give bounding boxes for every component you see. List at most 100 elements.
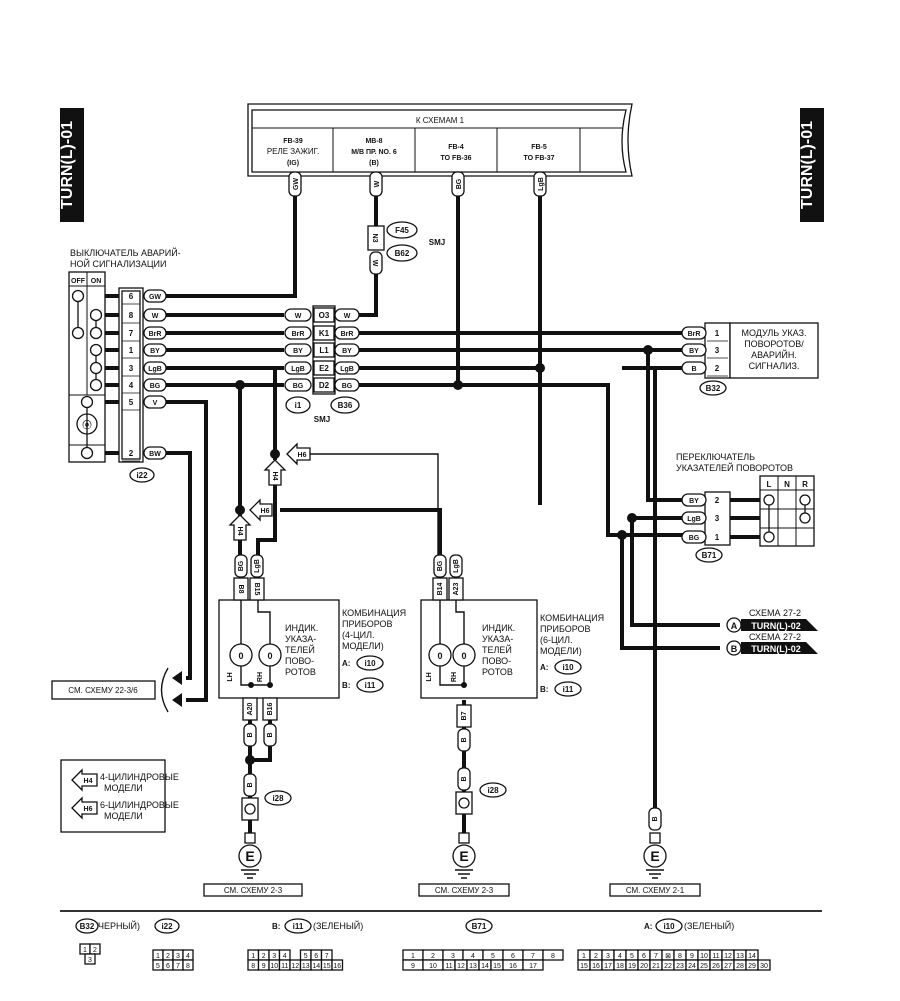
connector-pin-number: 27 <box>724 963 732 970</box>
connector-pin-number: 8 <box>551 953 555 960</box>
svg-text:N: N <box>784 480 790 489</box>
connector-pin-number: 2 <box>594 953 598 960</box>
svg-text:МОДУЛЬ УКАЗ.: МОДУЛЬ УКАЗ. <box>741 328 806 338</box>
hazard-wire-label <box>143 289 167 303</box>
connector-pin-number: 6 <box>642 953 646 960</box>
svg-text:i10: i10 <box>364 659 376 668</box>
svg-text:L: L <box>767 480 772 489</box>
connector-pin-number: 7 <box>654 953 658 960</box>
hazard-wire-label-label: BrR <box>149 331 162 338</box>
svg-text:FB-5: FB-5 <box>531 144 547 151</box>
svg-text:B:: B: <box>272 922 280 931</box>
module-pin: 1 <box>715 329 720 338</box>
svg-text:(ЗЕЛЕНЫЙ): (ЗЕЛЕНЫЙ) <box>684 920 734 931</box>
svg-text:МОДЕЛИ: МОДЕЛИ <box>104 811 143 821</box>
svg-text:GW: GW <box>293 178 300 190</box>
svg-text:0: 0 <box>267 651 272 661</box>
svg-text:TURN(L)-01: TURN(L)-01 <box>799 121 816 209</box>
connector-pin-number: 16 <box>509 963 517 970</box>
switch-wire-label <box>681 511 707 525</box>
svg-text:TURN(L)-02: TURN(L)-02 <box>751 644 801 654</box>
connector-pin-number: 24 <box>688 963 696 970</box>
top-power-block: К СХЕМАМ 1 FB-39 РЕЛЕ ЗАЖИГ. (IG) MB-8 M… <box>247 103 633 177</box>
connector-pin-number: 1 <box>83 947 87 954</box>
connector-pin-number: 25 <box>700 963 708 970</box>
hazard-wire-label-label: BW <box>149 451 161 458</box>
connector-pin-cell <box>84 953 96 965</box>
connector-pin-cell <box>542 949 564 961</box>
svg-text:ТЕЛЕЙ: ТЕЛЕЙ <box>285 644 315 655</box>
svg-text:СМ. СХЕМУ 2-1: СМ. СХЕМУ 2-1 <box>626 886 685 895</box>
svg-text:B: B <box>267 732 274 737</box>
svg-text:(ЗЕЛЕНЫЙ): (ЗЕЛЕНЫЙ) <box>313 920 363 931</box>
hazard-pin-number: 7 <box>129 329 134 338</box>
connector-pin-number: 5 <box>491 953 495 960</box>
svg-text:F45: F45 <box>395 226 409 235</box>
connector-pin-number: 3 <box>606 953 610 960</box>
smj-right-wire <box>334 326 360 340</box>
svg-text:6-ЦИЛИНДРОВЫЕ: 6-ЦИЛИНДРОВЫЕ <box>100 800 179 810</box>
connector-pin-number: 22 <box>664 963 672 970</box>
hazard-wire-label <box>143 326 167 340</box>
svg-text:W: W <box>374 180 381 187</box>
connector-pin-number: 11 <box>281 963 288 970</box>
smj-left-wire <box>284 343 312 357</box>
smj-right-wire-label: BY <box>342 348 352 355</box>
svg-text:H6: H6 <box>261 508 270 515</box>
svg-text:LgB: LgB <box>538 177 545 191</box>
svg-text:B36: B36 <box>338 401 353 410</box>
svg-text:0: 0 <box>238 651 243 661</box>
connector-pin-number: 23 <box>676 963 684 970</box>
hazard-wire-label <box>143 308 167 322</box>
switch-wire-label-label: LgB <box>687 516 701 523</box>
hazard-wire-label-label: LgB <box>148 366 162 373</box>
connector-pin-cell <box>757 959 771 971</box>
connector-pin-number: 14 <box>748 953 756 960</box>
connector-pin-number: 8 <box>186 963 190 970</box>
svg-text:ПОВО-: ПОВО- <box>482 656 511 666</box>
instrument-cluster-4cyl: B8 B15 BG LgB 0 0 LH RH ИНДИК. УКАЗА- ТЕ… <box>218 554 406 821</box>
svg-text:A:: A: <box>540 663 548 672</box>
connector-pin-number: 7 <box>325 953 329 960</box>
svg-text:B7: B7 <box>461 711 468 720</box>
module-wire-label <box>681 343 707 357</box>
connector-pin-number: 7 <box>531 953 535 960</box>
svg-text:ПЕРЕКЛЮЧАТЕЛЬ: ПЕРЕКЛЮЧАТЕЛЬ <box>676 452 755 462</box>
svg-text:4-ЦИЛИНДРОВЫЕ: 4-ЦИЛИНДРОВЫЕ <box>100 772 179 782</box>
svg-text:B71: B71 <box>702 551 717 560</box>
svg-text:СИГНАЛИЗ.: СИГНАЛИЗ. <box>749 361 800 371</box>
connector-pin-number: 5 <box>630 953 634 960</box>
connector-pin-number: 30 <box>760 963 768 970</box>
module-wire-label-label: BY <box>689 348 699 355</box>
hazard-wire-label-label: W <box>152 313 159 320</box>
connector-pin-number: 13 <box>736 953 744 960</box>
svg-text:СМ. СХЕМУ 2-3: СМ. СХЕМУ 2-3 <box>224 886 283 895</box>
svg-text:РОТОВ: РОТОВ <box>285 667 316 677</box>
connector-pin-number: 17 <box>529 963 537 970</box>
off-page-connector-a: СХЕМА 27-2 A TURN(L)-02 <box>726 608 818 633</box>
smj-upper-connector: N3 W F45 B62 SMJ <box>367 221 445 275</box>
switch-pin: 3 <box>715 514 720 523</box>
hazard-wire-label <box>143 343 167 357</box>
svg-text:0: 0 <box>437 651 442 661</box>
svg-text:ИНДИК.: ИНДИК. <box>482 623 515 633</box>
hazard-wire-label <box>143 361 167 375</box>
svg-text:TURN(L)-01: TURN(L)-01 <box>59 121 76 209</box>
smj-right-wire <box>334 361 360 375</box>
svg-text:R: R <box>802 480 808 489</box>
connector-pin-number: 12 <box>724 953 732 960</box>
svg-text:ⓞ: ⓞ <box>82 419 91 430</box>
svg-text:(6-ЦИЛ.: (6-ЦИЛ. <box>540 635 573 645</box>
hazard-pin-number: 6 <box>129 292 134 301</box>
connector-pin-number: 12 <box>291 963 299 970</box>
switch-wire-label-label: BY <box>689 498 699 505</box>
switch-pin: 1 <box>715 533 720 542</box>
svg-text:B: B <box>461 737 468 742</box>
ground-2: E СМ. СХЕМУ 2-3 <box>418 832 510 897</box>
svg-text:ИНДИК.: ИНДИК. <box>285 623 318 633</box>
h-flags: H6 H4 H6 H4 <box>228 442 311 541</box>
